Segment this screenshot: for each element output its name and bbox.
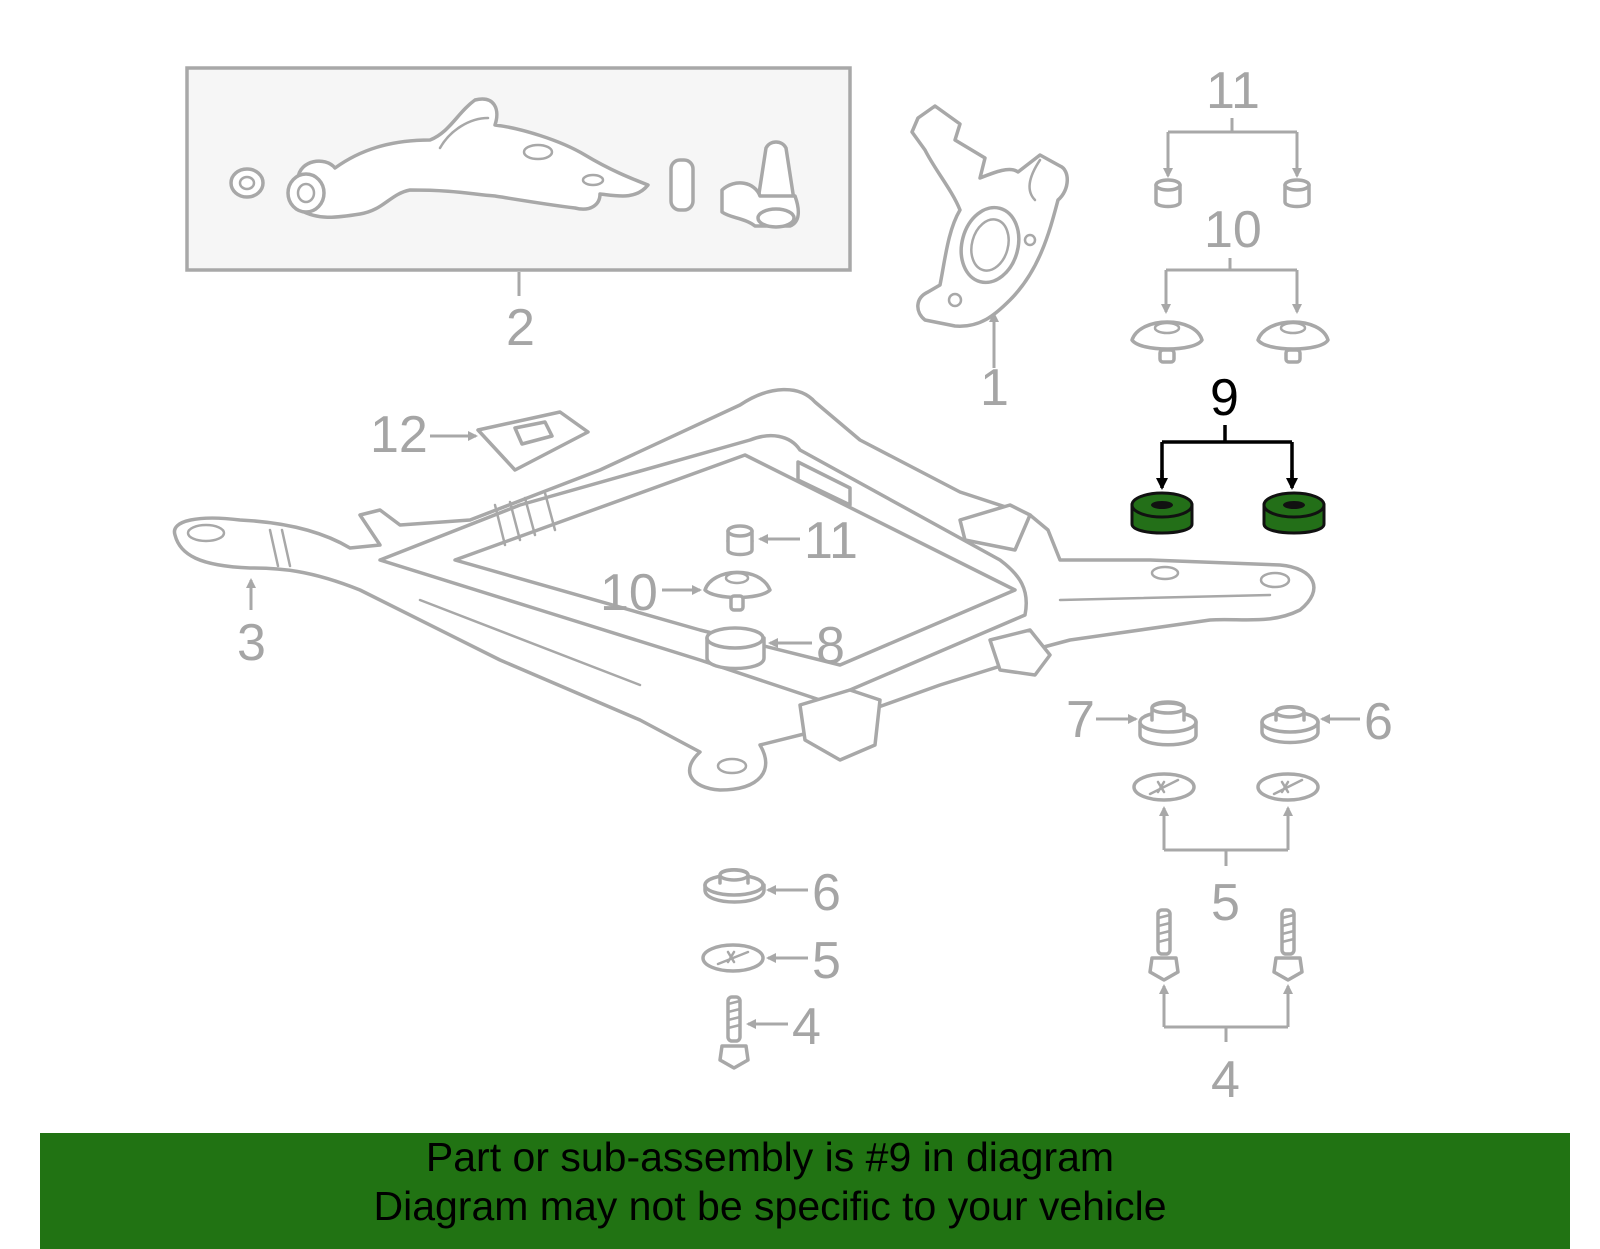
steering-knuckle bbox=[910, 104, 1069, 328]
bolts-4 bbox=[1148, 908, 1304, 982]
callout-3: 3 bbox=[237, 614, 266, 672]
insulators-10 bbox=[1130, 320, 1330, 364]
info-banner: Part or sub-assembly is #9 in diagram Di… bbox=[40, 1133, 1570, 1249]
retainers-5 bbox=[1132, 772, 1320, 802]
callout-1: 1 bbox=[980, 359, 1009, 417]
center-parts bbox=[703, 524, 772, 671]
callout-12: 12 bbox=[370, 406, 428, 464]
callout-10-center: 10 bbox=[600, 564, 658, 622]
callout-9: 9 bbox=[1210, 369, 1239, 427]
banner-line-2: Diagram may not be specific to your vehi… bbox=[373, 1183, 1167, 1229]
callout-4-right: 4 bbox=[1211, 1051, 1240, 1109]
callout-2: 2 bbox=[506, 299, 535, 357]
lower-left-parts bbox=[701, 868, 766, 1070]
callout-6-left: 6 bbox=[812, 864, 841, 922]
callout-8: 8 bbox=[816, 617, 845, 675]
callout-11-right: 11 bbox=[1206, 62, 1260, 120]
callout-7: 7 bbox=[1066, 691, 1095, 749]
control-arm-assembly bbox=[185, 66, 852, 272]
callout-11-center: 11 bbox=[804, 512, 858, 570]
callout-10-right: 10 bbox=[1204, 201, 1262, 259]
caps-11 bbox=[1154, 178, 1311, 209]
callout-5-left: 5 bbox=[812, 932, 841, 990]
highlighted-part-9 bbox=[1130, 491, 1326, 535]
banner-line-1: Part or sub-assembly is #9 in diagram bbox=[425, 1134, 1115, 1180]
callout-5-right: 5 bbox=[1211, 874, 1240, 932]
callout-6-right: 6 bbox=[1364, 693, 1393, 751]
nut-plate bbox=[476, 410, 590, 472]
insulators-7-6 bbox=[1138, 700, 1320, 747]
callout-4-left: 4 bbox=[792, 998, 821, 1056]
